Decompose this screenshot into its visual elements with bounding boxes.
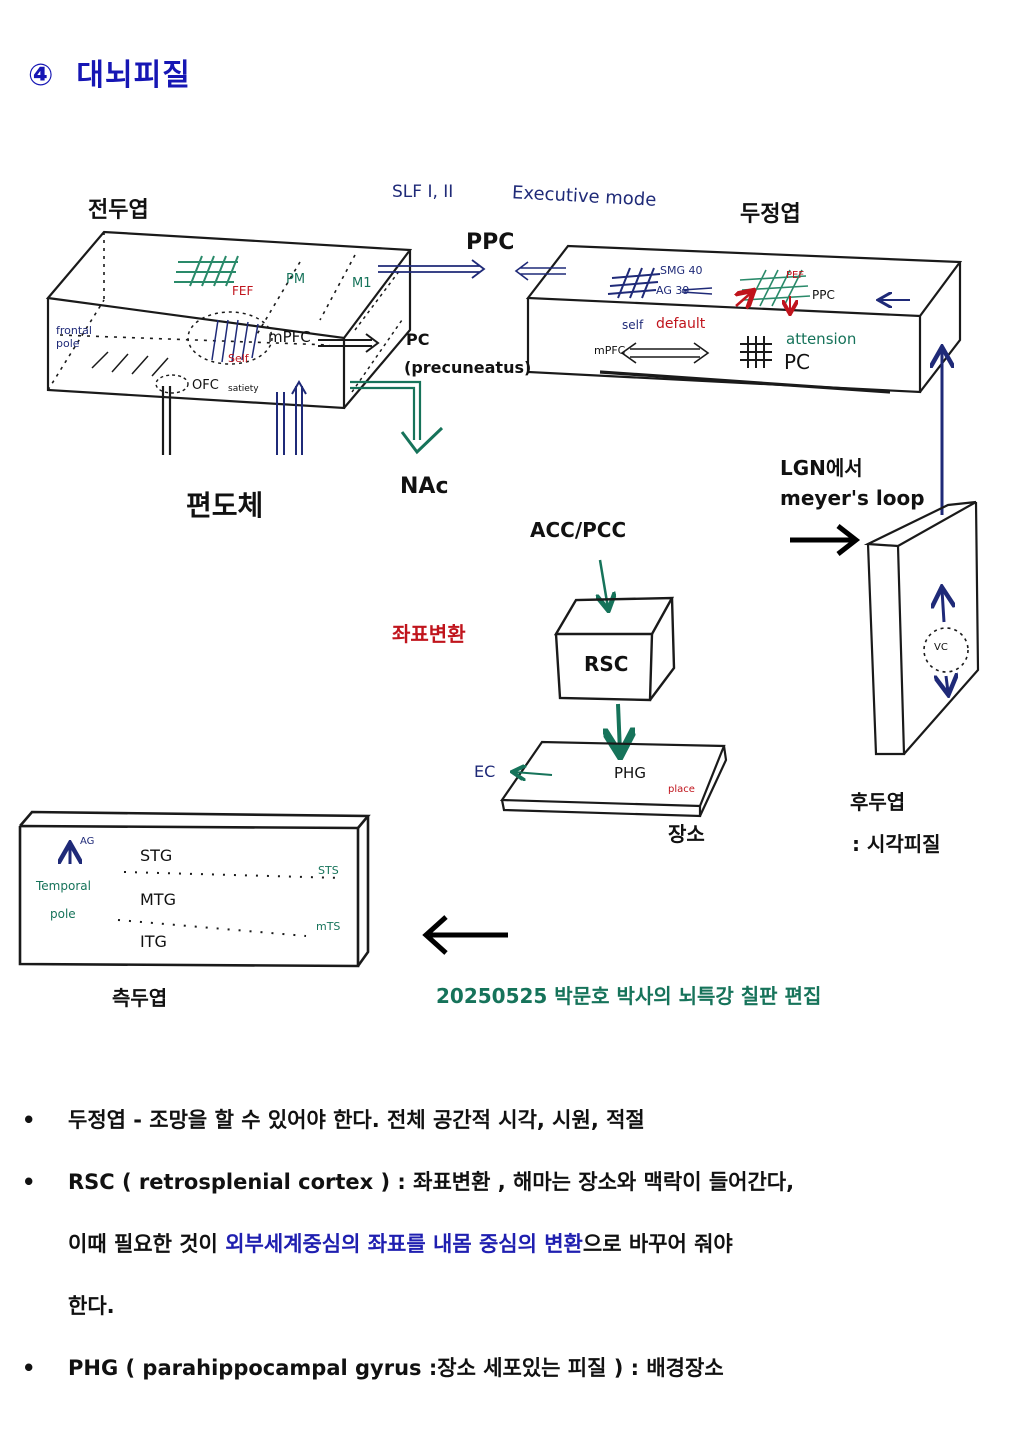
mpfc-dc-arrow (620, 342, 710, 364)
to-temporal-arrow (422, 915, 508, 955)
acc-pcc-label: ACC/PCC (530, 518, 627, 542)
fef-grid (174, 255, 239, 287)
frontal-pole-label: frontal pole (56, 324, 92, 350)
list-item-text: PHG ( parahippocampal gyrus :장소 세포있는 피질 … (68, 1356, 724, 1380)
list-item: • PHG ( parahippocampal gyrus :장소 세포있는 피… (0, 1343, 1018, 1405)
section-number: ④ (28, 58, 55, 93)
parietal-ppc-arrow (514, 261, 566, 281)
ppc-inner-label: PPC (812, 288, 835, 302)
mpfc-label: mPFC (268, 328, 311, 346)
fef-label: FEF (232, 284, 254, 298)
list-item-text: 한다. (68, 1294, 115, 1318)
slf-note: SLF I, II (392, 182, 454, 202)
section-title-text: 대뇌피질 (76, 58, 191, 93)
cortex-diagram (18, 230, 980, 968)
highlighted-text: 외부세계중심의 좌표를 내몸 중심의 변환 (225, 1232, 583, 1256)
list-item: • 두정엽 - 조망을 할 수 있어야 한다. 전체 공간적 시각, 시원, 적… (0, 1095, 1018, 1157)
rsc-box (553, 596, 676, 702)
phg-label: PHG (614, 764, 646, 782)
precuneatus-label: (precuneatus) (404, 358, 532, 377)
occipital-lobe-box (863, 500, 980, 756)
stg-label: STG (140, 846, 173, 865)
ofc-label: OFC (192, 378, 219, 393)
visual-cortex-label: : 시각피질 (852, 832, 941, 856)
satiety-label: satiety (228, 384, 259, 394)
self-label: Self (228, 352, 249, 365)
notes-list: • 두정엽 - 조망을 할 수 있어야 한다. 전체 공간적 시각, 시원, 적… (0, 1095, 1018, 1405)
pm-label: PM (286, 272, 306, 287)
nac-arrow (350, 380, 422, 440)
lgn-label: LGN에서 (780, 456, 863, 480)
temporal-pole-label: Temporal pole (36, 872, 91, 928)
temporal-lobe-box (18, 810, 371, 968)
sts-label: STS (318, 864, 339, 877)
frontal-pole-line2: pole (56, 337, 80, 350)
list-item-continuation: 한다. (0, 1281, 1018, 1343)
ppc-label: PPC (466, 230, 515, 255)
temporal-pole-line1: Temporal (36, 879, 91, 893)
bullet-icon: • (22, 1170, 36, 1194)
pc-parietal-label: PC (784, 350, 811, 374)
self-parietal-label: self (622, 318, 644, 332)
pef-label: PEF (786, 270, 805, 281)
ec-label: EC (474, 762, 496, 781)
list-item-text: 이때 필요한 것이 외부세계중심의 좌표를 내몸 중심의 변환으로 바꾸어 줘야 (68, 1219, 733, 1269)
smg-grid (607, 267, 661, 299)
list-item-text: 두정엽 - 조망을 할 수 있어야 한다. 전체 공간적 시각, 시원, 적절 (68, 1108, 645, 1132)
meyer-loop-arrow (790, 524, 861, 556)
pc-grid (740, 336, 772, 368)
temporal-lobe-label: 측두엽 (112, 986, 168, 1010)
frontal-lobe-box (45, 230, 413, 455)
meyer-loop-label: meyer's loop (780, 486, 925, 510)
mts-label: mTS (316, 920, 341, 933)
parietal-lobe-label: 두정엽 (740, 202, 801, 227)
nac-label: NAc (400, 474, 449, 499)
acc-to-rsc-arrow (600, 559, 608, 608)
temporal-pole-line2: pole (50, 907, 76, 921)
phg-to-ec-arrow (514, 772, 553, 775)
frontal-pole-line1: frontal (56, 324, 92, 337)
text-post: 으로 바꾸어 줘야 (582, 1232, 733, 1256)
mtg-label: MTG (140, 890, 176, 909)
bullet-icon: • (22, 1356, 36, 1380)
rsc-label: RSC (584, 652, 629, 676)
list-item-continuation: 이때 필요한 것이 외부세계중심의 좌표를 내몸 중심의 변환으로 바꾸어 줘야 (0, 1219, 1018, 1281)
mpfc-parietal-label: mPFC (594, 344, 626, 357)
m1-label: M1 (352, 276, 372, 291)
phg-box (499, 740, 728, 818)
amygdala-label: 편도체 (186, 489, 264, 522)
text-pre: 이때 필요한 것이 (68, 1232, 226, 1256)
pc-label: PC (406, 330, 430, 349)
bullet-icon: • (22, 1108, 36, 1132)
default-label: default (656, 316, 706, 332)
section-title: ④ 대뇌피질 (28, 50, 191, 94)
frontal-lobe-label: 전두엽 (88, 198, 149, 223)
ag-label: AG 39 (656, 284, 690, 297)
occipital-lobe-label: 후두엽 (850, 790, 906, 814)
temporal-ag-label: AG (80, 836, 95, 847)
parietal-lobe-box (525, 244, 963, 394)
place-label: place (668, 784, 695, 795)
place-kr-label: 장소 (668, 822, 705, 846)
attension-label: attension (786, 330, 857, 348)
smg-label: SMG 40 (660, 264, 703, 277)
mpfc-arrow (318, 333, 380, 353)
frontal-to-ppc-arrow (378, 259, 486, 279)
itg-label: ITG (140, 932, 167, 951)
coord-transform-label: 좌표변환 (392, 622, 466, 646)
list-item-text: RSC ( retrosplenial cortex ) : 좌표변환 , 해마… (68, 1170, 795, 1194)
vc-label: VC (934, 642, 948, 653)
list-item: • RSC ( retrosplenial cortex ) : 좌표변환 , … (0, 1157, 1018, 1219)
credit-line: 20250525 박문호 박사의 뇌특강 칠판 편집 (436, 984, 822, 1008)
